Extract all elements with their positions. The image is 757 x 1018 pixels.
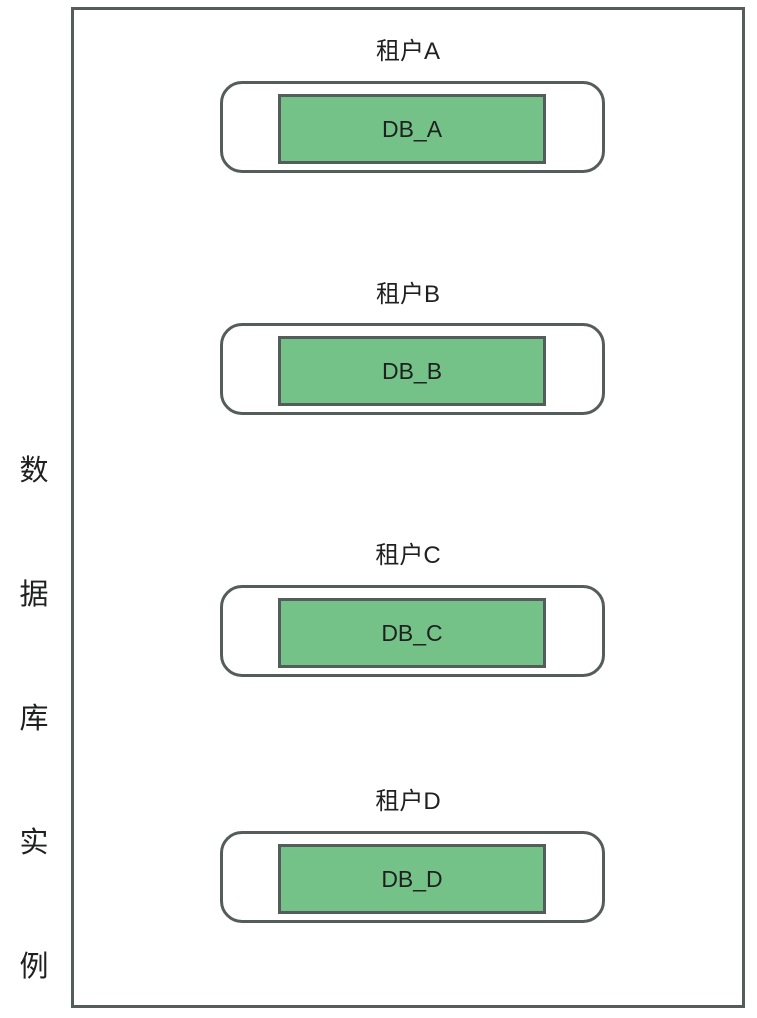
instance-label-char-2: 库 [19,703,49,735]
database-box-a[interactable]: DB_A [278,94,546,164]
database-instance-container: 租户A DB_A 租户B DB_B 租户C DB_C [71,7,745,1008]
database-box-d[interactable]: DB_D [278,844,546,914]
database-box-b[interactable]: DB_B [278,336,546,406]
instance-label-char-0: 数 [19,455,49,487]
tenant-label-a: 租户A [375,38,440,65]
tenant-label-c: 租户C [375,542,441,569]
tenant-shell-c[interactable]: DB_C [220,585,605,677]
tenant-shell-d[interactable]: DB_D [220,831,605,923]
instance-label-char-1: 据 [19,579,49,611]
instance-label-char-4: 例 [19,951,49,983]
instance-label-char-3: 实 [19,827,49,859]
tenant-label-b: 租户B [375,281,440,308]
database-label-c: DB_C [381,620,443,646]
tenant-shell-b[interactable]: DB_B [220,323,605,415]
database-label-a: DB_A [381,116,443,142]
tenant-shell-a[interactable]: DB_A [220,81,605,173]
database-instance-vertical-label: 数 据 库 实 例 [8,378,60,1018]
database-label-b: DB_B [381,358,443,384]
tenant-label-d: 租户D [375,788,441,815]
database-label-d: DB_D [381,866,443,892]
database-box-c[interactable]: DB_C [278,598,546,668]
